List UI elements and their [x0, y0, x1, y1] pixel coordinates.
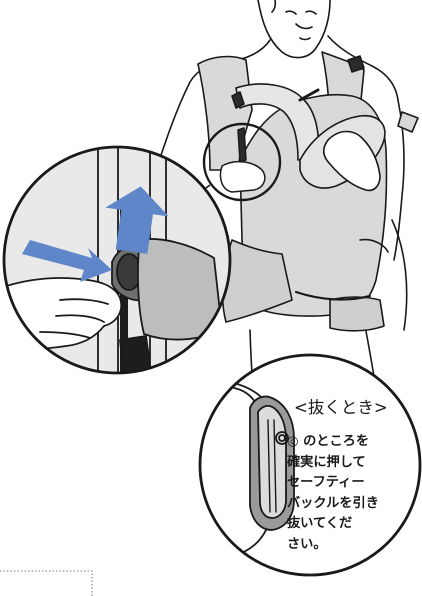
callout-title: <抜くとき>: [294, 397, 418, 419]
callout-line: バックルを引き: [287, 494, 407, 515]
callout-line: 確実に押して: [287, 453, 407, 474]
left-inset: [0, 140, 240, 380]
callout-line: セーフティー: [287, 473, 407, 494]
callout-line: さい。: [287, 535, 407, 556]
callout-line: ◎ のところを: [287, 432, 407, 453]
callout-line: 抜いてくだ: [287, 514, 407, 535]
callout-instructions: ◎ のところを 確実に押して セーフティー バックルを引き 抜いてくだ さい。: [287, 432, 407, 556]
dotted-frame: [0, 571, 92, 596]
